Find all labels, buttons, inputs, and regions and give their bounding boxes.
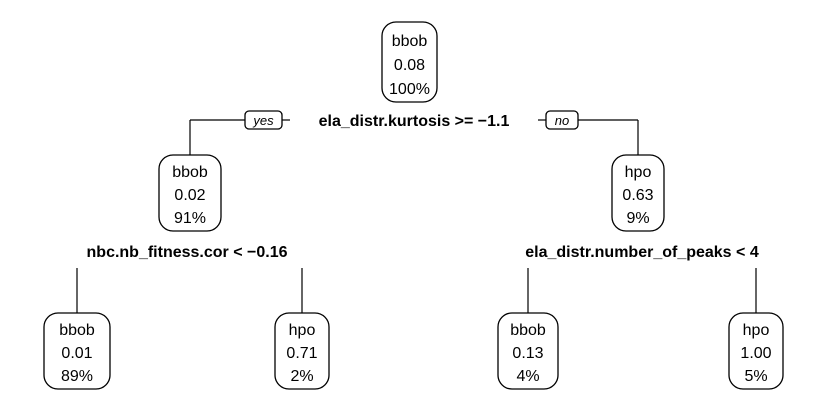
- leaf-2-class: hpo: [289, 322, 316, 339]
- node-root-value: 0.08: [394, 57, 425, 74]
- leaf-4: hpo 1.00 5%: [728, 312, 784, 390]
- leaf-1-class: bbob: [59, 322, 95, 339]
- node-right-share: 9%: [626, 210, 649, 227]
- node-left-value: 0.02: [174, 187, 205, 204]
- node-root-share: 100%: [389, 81, 430, 98]
- node-right-class: hpo: [625, 164, 652, 181]
- split-right-label: ela_distr.number_of_peaks < 4: [525, 244, 759, 261]
- leaf-2-share: 2%: [290, 368, 313, 385]
- leaf-2-value: 0.71: [286, 345, 317, 362]
- leaf-1-share: 89%: [61, 368, 93, 385]
- node-right: hpo 0.63 9%: [611, 154, 665, 232]
- node-right-value: 0.63: [622, 187, 653, 204]
- leaf-1: bbob 0.01 89%: [43, 312, 111, 390]
- node-root-class: bbob: [392, 33, 428, 50]
- leaf-4-value: 1.00: [740, 345, 771, 362]
- node-left: bbob 0.02 91%: [158, 154, 222, 232]
- leaf-3-class: bbob: [510, 322, 546, 339]
- leaf-3: bbob 0.13 4%: [497, 312, 559, 390]
- leaf-2: hpo 0.71 2%: [274, 312, 330, 390]
- split-left-label: nbc.nb_fitness.cor < −0.16: [87, 244, 288, 261]
- split-root-label: ela_distr.kurtosis >= −1.1: [319, 113, 510, 130]
- node-left-class: bbob: [172, 164, 208, 181]
- node-root: bbob 0.08 100%: [381, 21, 438, 103]
- leaf-3-value: 0.13: [512, 345, 543, 362]
- leaf-1-value: 0.01: [61, 345, 92, 362]
- leaf-4-class: hpo: [743, 322, 770, 339]
- edge-label-yes: yes: [244, 110, 283, 130]
- edge-label-yes-text: yes: [252, 113, 274, 128]
- leaf-3-share: 4%: [516, 368, 539, 385]
- leaf-4-share: 5%: [744, 368, 767, 385]
- tree-edges: [76, 119, 757, 313]
- edge-label-no-text: no: [555, 113, 569, 128]
- node-left-share: 91%: [174, 210, 206, 227]
- edge-label-no: no: [545, 110, 579, 130]
